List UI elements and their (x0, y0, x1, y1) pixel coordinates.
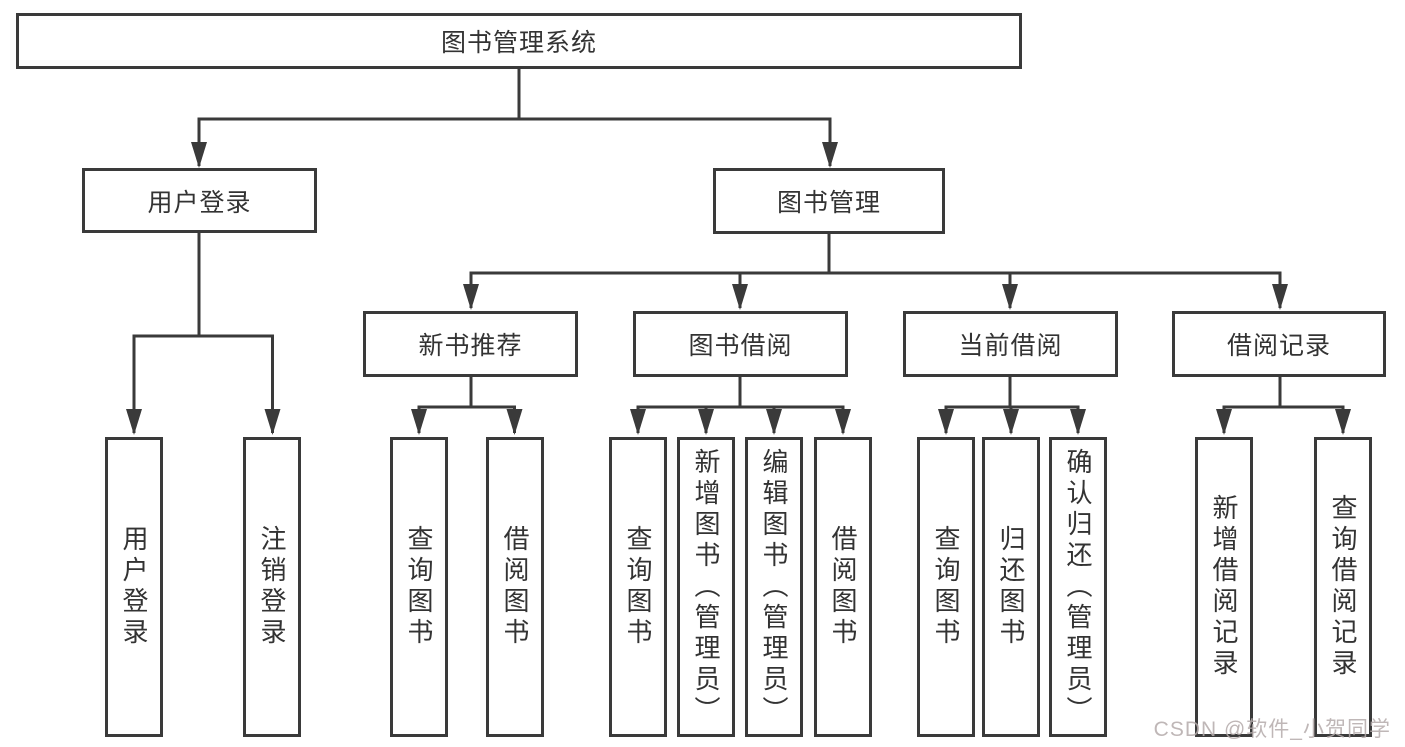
branch-user-login-box: 用户登录 (82, 168, 317, 233)
leaf-newbook-query-box: 查询图书 (390, 437, 448, 737)
leaf-current-query-box: 查询图书 (917, 437, 975, 737)
leaf-borrow-add-box: 新增图书（管理员） (677, 437, 735, 737)
branch-book-management-box: 图书管理 (713, 168, 945, 234)
leaf-record-add-box: 新增借阅记录 (1195, 437, 1253, 737)
leaf-borrow-query-box: 查询图书 (609, 437, 667, 737)
branch-new-book-box: 新书推荐 (363, 311, 578, 377)
leaf-borrow-borrow-box: 借阅图书 (814, 437, 872, 737)
csdn-watermark: CSDN @软件_小贺同学 (1153, 718, 1391, 741)
branch-borrow-record-box: 借阅记录 (1172, 311, 1386, 377)
leaf-newbook-borrow-box: 借阅图书 (486, 437, 544, 737)
leaf-current-return-box: 归还图书 (982, 437, 1040, 737)
system-root-box: 图书管理系统 (16, 13, 1022, 69)
branch-current-borrow-box: 当前借阅 (903, 311, 1118, 377)
leaf-logout-box: 注销登录 (243, 437, 301, 737)
leaf-borrow-edit-box: 编辑图书（管理员） (745, 437, 803, 737)
branch-book-borrow-box: 图书借阅 (633, 311, 848, 377)
leaf-user-login-box: 用户登录 (105, 437, 163, 737)
leaf-current-confirm-box: 确认归还（管理员） (1049, 437, 1107, 737)
leaf-record-query-box: 查询借阅记录 (1314, 437, 1372, 737)
